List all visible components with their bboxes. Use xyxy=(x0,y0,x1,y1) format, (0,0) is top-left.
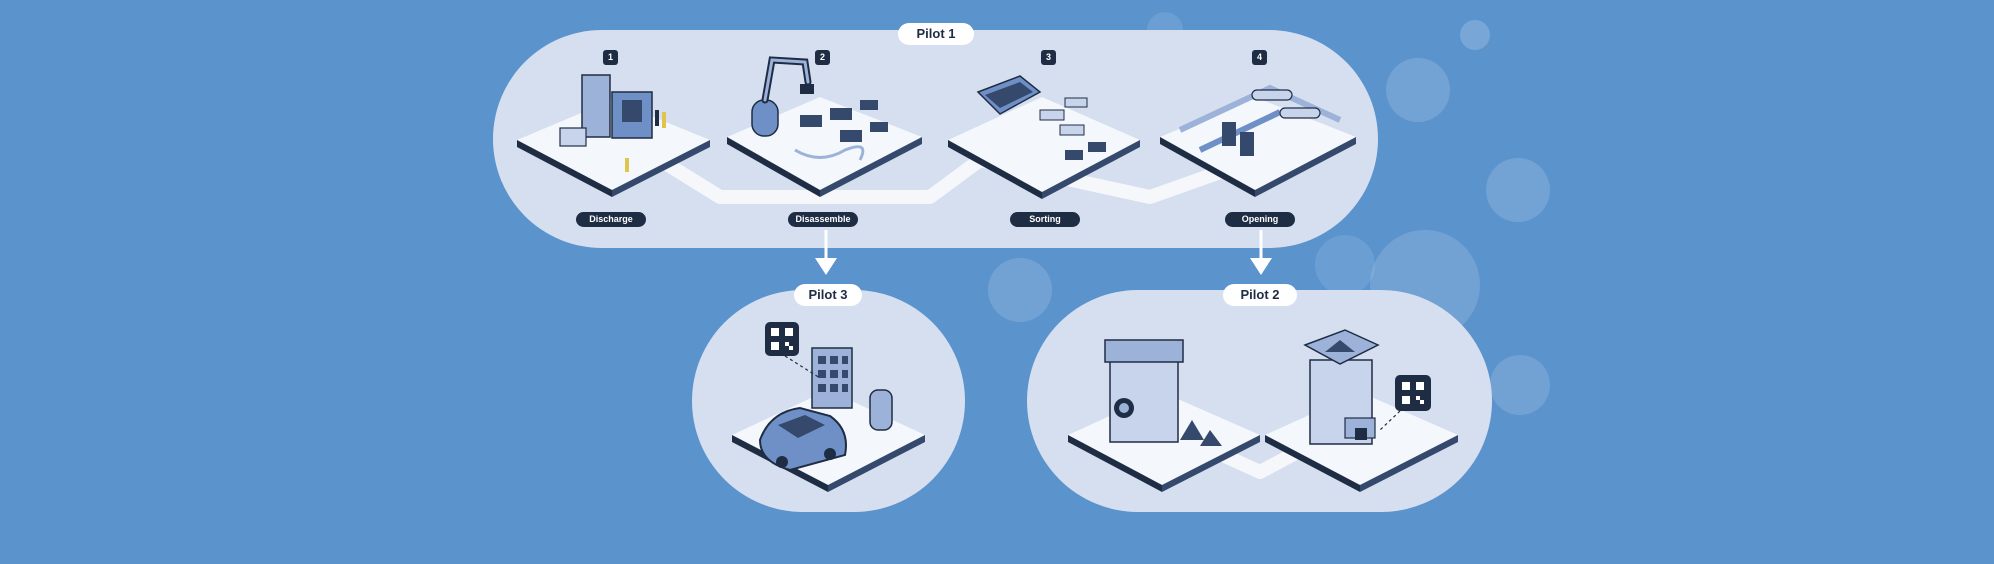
pilot-1-conveyor-path xyxy=(616,129,1243,204)
pilot-3-label: Pilot 3 xyxy=(794,284,862,306)
arrow-to-pilot-2 xyxy=(1250,230,1272,275)
station-sorting-illustration xyxy=(948,75,1140,199)
step-2-number: 2 xyxy=(815,50,830,65)
pilot-1-label: Pilot 1 xyxy=(898,23,974,45)
station-discharge-illustration xyxy=(517,74,710,197)
qr-code-icon xyxy=(1395,375,1431,411)
pilot-2-station-b-illustration xyxy=(1265,329,1458,492)
qr-code-icon xyxy=(765,322,799,356)
station-disassemble-illustration xyxy=(727,56,922,197)
step-4-number: 4 xyxy=(1252,50,1267,65)
step-1-number: 1 xyxy=(603,50,618,65)
step-2-label: Disassemble xyxy=(788,212,858,227)
step-3-number: 3 xyxy=(1041,50,1056,65)
step-4-label: Opening xyxy=(1225,212,1295,227)
pilot-3-illustration xyxy=(732,322,925,492)
pilot-2-station-a-illustration xyxy=(1068,339,1260,492)
pilot-2-label: Pilot 2 xyxy=(1223,284,1297,306)
step-1-label: Discharge xyxy=(576,212,646,227)
arrow-to-pilot-3 xyxy=(815,230,837,275)
step-3-label: Sorting xyxy=(1010,212,1080,227)
station-opening-illustration xyxy=(1160,84,1356,197)
